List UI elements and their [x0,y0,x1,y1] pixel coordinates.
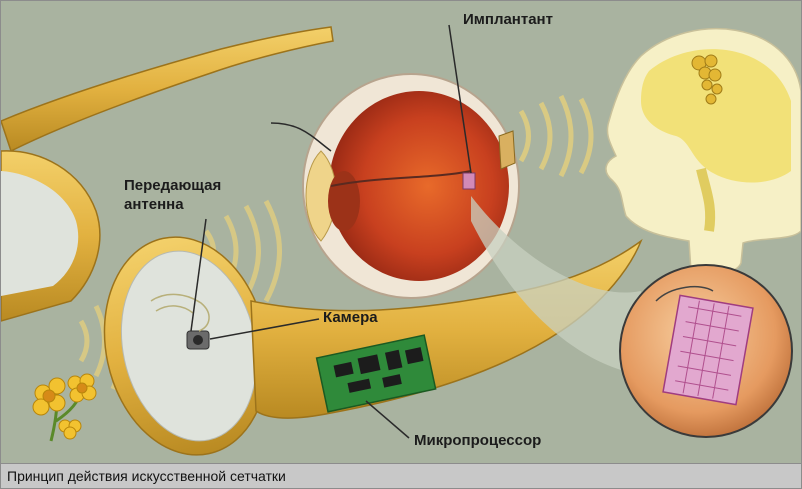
label-implant: Имплантант [463,11,553,28]
caption-bar: Принцип действия искусственной сетчатки [1,463,801,488]
label-camera: Камера [323,309,378,326]
magnified-implant-disc [620,265,792,437]
camera-module [187,331,209,349]
eyeball [303,74,519,298]
label-antenna-line1: Передающая [124,177,221,194]
illustration-canvas [1,1,801,463]
optic-nerve [499,131,515,169]
retinal-implant [463,173,475,189]
label-microprocessor: Микропроцессор [414,432,541,449]
label-antenna-line2: антенна [124,196,184,213]
artificial-retina-illustration: Имплантант Передающая антенна Камера Мик… [1,1,801,463]
figure-caption: Принцип действия искусственной сетчатки [7,468,286,484]
